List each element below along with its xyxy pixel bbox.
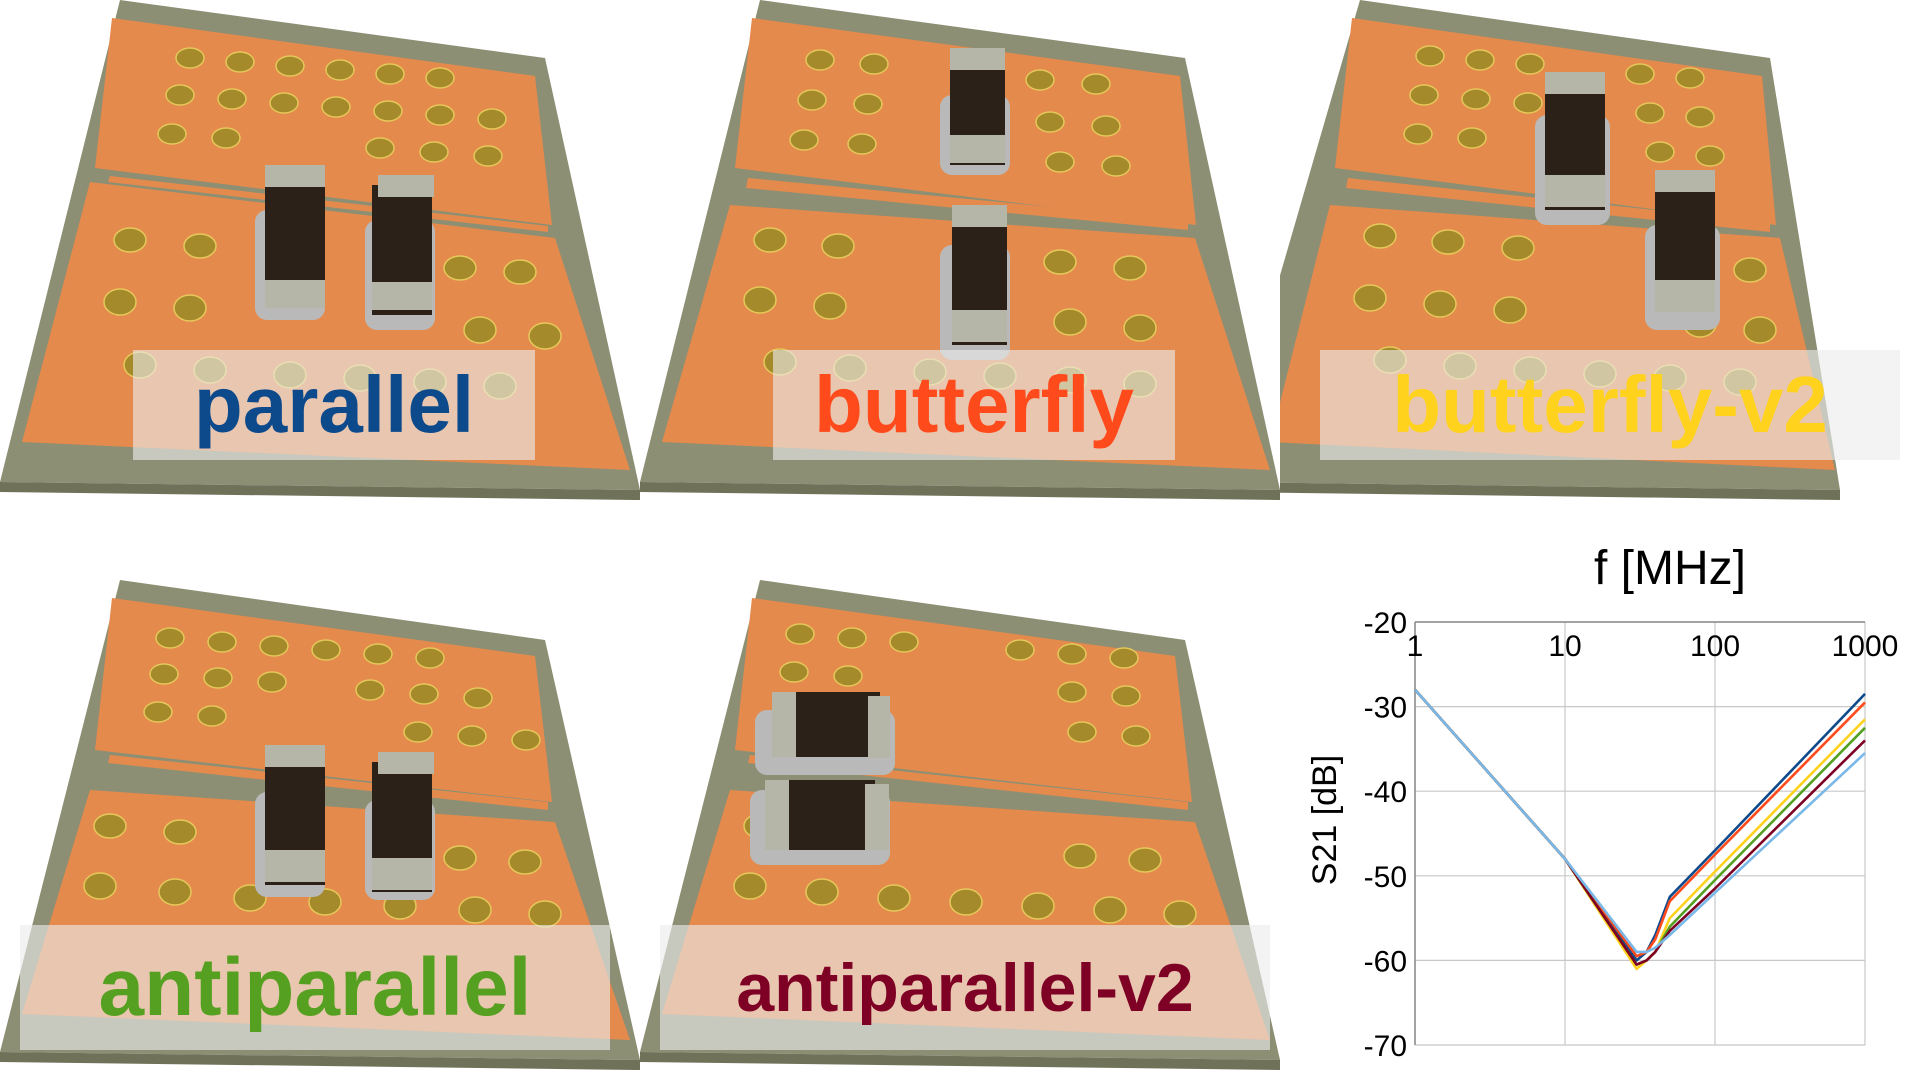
- y-tick-label: -50: [1364, 861, 1407, 894]
- x-tick-label: 1000: [1832, 630, 1899, 663]
- s21-chart-svg: -20 -30 -40 -50 -60 -70 1 10 100 1000 f [MHz] S2…: [1306, 542, 1899, 1063]
- label-butterfly-v2: butterfly-v2: [1392, 360, 1828, 449]
- x-axis-label: f [MHz]: [1594, 542, 1746, 595]
- label-butterfly: butterfly: [814, 360, 1134, 449]
- series-line: [1414, 688, 1866, 962]
- board-render-parallel: parallel: [0, 0, 640, 540]
- x-tick-label: 100: [1690, 630, 1740, 663]
- label-antiparallel: antiparallel: [98, 941, 532, 1033]
- x-tick-label: 1: [1407, 630, 1424, 663]
- label-box-butterfly: butterfly: [773, 350, 1175, 460]
- label-parallel: parallel: [193, 360, 475, 449]
- x-tick-label: 10: [1548, 630, 1581, 663]
- label-box-parallel: parallel: [133, 350, 535, 460]
- label-box-antiparallel: antiparallel: [20, 925, 610, 1050]
- series-line: [1414, 688, 1866, 966]
- s21-chart: -20 -30 -40 -50 -60 -70 1 10 100 1000 f [MHz] S2…: [1280, 540, 1920, 1080]
- series-line: [1414, 688, 1866, 971]
- y-tick-label: -20: [1364, 607, 1407, 640]
- board-render-butterfly: butterfly: [640, 0, 1280, 540]
- series-line: [1414, 688, 1866, 954]
- y-axis-label: S21 [dB]: [1306, 755, 1344, 885]
- series-line: [1414, 688, 1866, 958]
- label-antiparallel-v2: antiparallel-v2: [736, 949, 1194, 1026]
- label-box-antiparallel-v2: antiparallel-v2: [660, 925, 1270, 1050]
- label-box-butterfly-v2: butterfly-v2: [1320, 350, 1900, 460]
- y-tick-label: -30: [1364, 692, 1407, 725]
- board-render-butterfly-v2: butterfly-v2: [1280, 0, 1920, 540]
- y-tick-label: -70: [1364, 1030, 1407, 1063]
- series-line: [1414, 688, 1866, 966]
- board-render-antiparallel-v2: antiparallel-v2: [640, 540, 1280, 1080]
- y-tick-label: -60: [1364, 945, 1407, 978]
- board-render-antiparallel: antiparallel: [0, 540, 640, 1080]
- y-tick-label: -40: [1364, 776, 1407, 809]
